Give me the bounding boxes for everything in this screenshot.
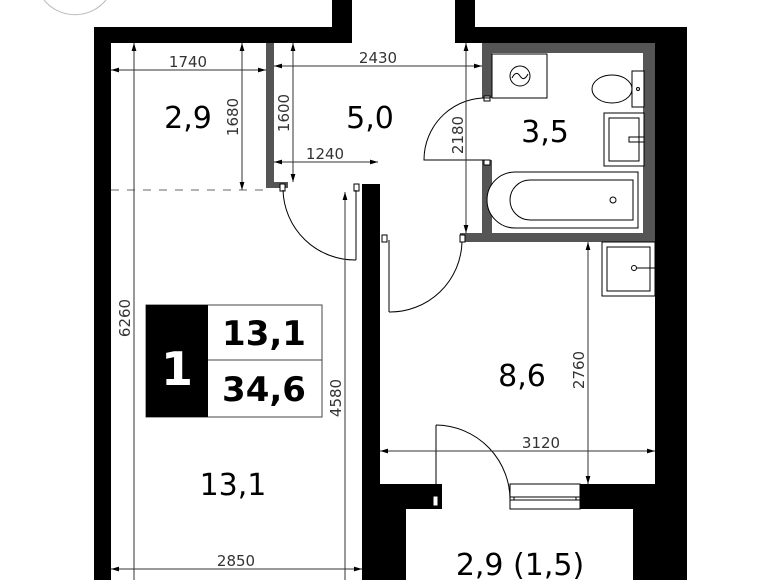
dim-kitchen-width: 3120 bbox=[522, 434, 560, 452]
room-areas: 2,9 5,0 3,5 8,6 13,1 2,9 (1,5) bbox=[164, 101, 584, 580]
dim-bathroom-depth: 2180 bbox=[449, 116, 467, 154]
toilet-icon bbox=[591, 70, 645, 108]
dim-living-depth: 4580 bbox=[327, 379, 345, 417]
room-area-living: 13,1 bbox=[200, 468, 267, 503]
sink-icon bbox=[603, 112, 645, 167]
badge-living-area: 13,1 bbox=[222, 314, 306, 354]
balcony-window bbox=[509, 483, 581, 510]
bathtub-icon bbox=[486, 171, 639, 229]
room-area-balcony: 2,9 (1,5) bbox=[456, 548, 584, 580]
bathroom-fixtures bbox=[486, 53, 645, 229]
badge-total-area: 34,6 bbox=[222, 370, 306, 410]
dim-hallway-depth: 1600 bbox=[275, 94, 293, 132]
dim-hallway-inner: 1240 bbox=[306, 145, 344, 163]
room-area-bathroom: 3,5 bbox=[521, 115, 569, 150]
dimension-labels: 1740 1680 6260 2430 1600 1240 2180 4580 … bbox=[116, 49, 588, 570]
kitchen-sink-icon bbox=[601, 241, 656, 297]
dim-hallway-width: 2430 bbox=[359, 49, 397, 67]
doors bbox=[279, 95, 581, 510]
dimension-lines bbox=[111, 43, 655, 580]
dim-storage-width: 1740 bbox=[169, 53, 207, 71]
rooms-count: 1 bbox=[161, 342, 193, 396]
dim-living-total-depth: 6260 bbox=[116, 299, 134, 337]
kitchen-door bbox=[381, 234, 466, 313]
bathroom-door bbox=[423, 95, 491, 166]
room-area-kitchen: 8,6 bbox=[498, 359, 546, 394]
rooms-count-box bbox=[146, 305, 208, 417]
room-area-hallway: 5,0 bbox=[346, 101, 394, 136]
dim-storage-depth: 1680 bbox=[224, 98, 242, 136]
living-door bbox=[279, 183, 360, 261]
balcony-door bbox=[432, 424, 511, 507]
washing-machine-icon bbox=[491, 53, 548, 99]
compass-icon bbox=[43, 0, 107, 16]
exterior-walls bbox=[94, 0, 687, 580]
room-area-storage: 2,9 bbox=[164, 101, 212, 136]
dim-living-width: 2850 bbox=[217, 552, 255, 570]
apartment-badge: 1 13,1 34,6 bbox=[145, 304, 323, 418]
dim-kitchen-depth: 2760 bbox=[570, 351, 588, 389]
